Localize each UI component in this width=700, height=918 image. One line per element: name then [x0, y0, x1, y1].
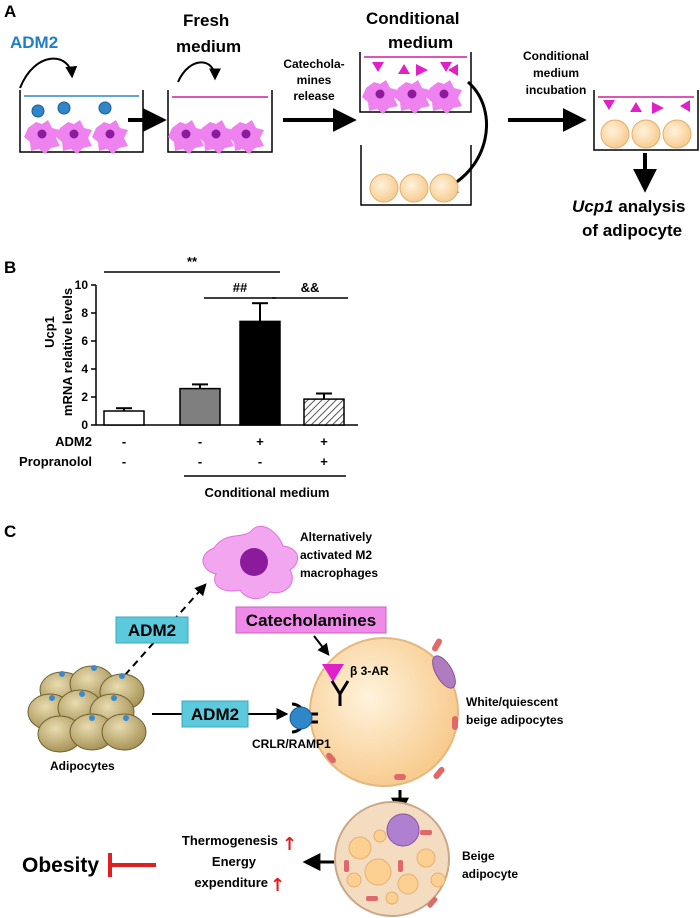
adipocytes-label: Adipocytes — [50, 759, 115, 773]
y-axis-label: mRNA relative levels — [60, 288, 75, 416]
catecholamine-arrow — [313, 635, 330, 656]
y-tick-label: 6 — [81, 334, 88, 348]
conditional-line1: Conditional — [366, 9, 459, 28]
bar — [303, 398, 345, 426]
treatment-sign: - — [258, 454, 262, 469]
adm2-box-1-text: ADM2 — [128, 621, 176, 640]
catecholamine-ligand — [322, 664, 344, 682]
ucp1-italic: Ucp1 — [572, 197, 614, 216]
treatment-sign: - — [198, 434, 202, 449]
macrophage-cell — [362, 80, 398, 114]
y-tick-label: 0 — [81, 418, 88, 432]
bar — [103, 410, 145, 426]
row-label-propranolol: Propranolol — [19, 454, 92, 469]
macrophage-cell — [92, 120, 128, 154]
y-axis-label-italic: Ucp1 — [42, 316, 57, 348]
group-label: Conditional medium — [205, 485, 330, 500]
expenditure-label: expenditure — [194, 875, 268, 890]
macrophage-cell — [168, 120, 204, 154]
m2-macrophage — [202, 525, 299, 599]
catechol-line2: mines — [297, 73, 332, 87]
inhibit-icon — [108, 853, 156, 877]
m2-line1: Alternatively — [300, 530, 372, 544]
row-label-adm2: ADM2 — [55, 434, 92, 449]
significance-mark: ** — [187, 254, 198, 269]
ucp1-analysis: Ucp1 analysis — [572, 197, 685, 216]
incubation-line2: medium — [533, 66, 579, 80]
macrophage-cell — [56, 120, 92, 154]
treatment-sign: - — [198, 454, 202, 469]
white-line1: White/quiescent — [466, 695, 558, 709]
adm2-box-1 — [115, 616, 189, 644]
up-arrow-icon: ↑ — [270, 875, 285, 896]
well-5 — [593, 90, 699, 151]
catecholamines-box — [235, 606, 387, 634]
y-tick-label: 8 — [81, 306, 88, 320]
bar — [179, 387, 221, 426]
well-2 — [167, 90, 273, 154]
bar — [239, 320, 281, 426]
analysis-rest: analysis — [614, 197, 686, 216]
treatment-sign: + — [256, 434, 264, 449]
crlr-label: CRLR/RAMP1 — [252, 737, 331, 751]
adipocyte-clump — [27, 665, 147, 753]
conditional-line2: medium — [388, 33, 453, 52]
treatment-sign: - — [122, 434, 126, 449]
well-3 — [359, 52, 472, 114]
well-1 — [19, 90, 144, 154]
fresh-add-arrow — [177, 61, 221, 83]
incubation-line1: Conditional — [523, 49, 589, 63]
obesity-label: Obesity — [22, 854, 99, 877]
treatment-sign: + — [320, 454, 328, 469]
y-tick-label: 10 — [75, 278, 89, 292]
significance-mark: ## — [233, 280, 248, 295]
adm2-add-arrow — [19, 57, 78, 89]
energy-label: Energy — [212, 854, 257, 869]
treatment-sign: - — [122, 454, 126, 469]
y-tick-label: 4 — [81, 362, 88, 376]
white-line2: beige adipocytes — [466, 713, 564, 727]
beta3-receptor — [330, 680, 350, 706]
well-4 — [360, 145, 472, 206]
panel-b-label: B — [4, 258, 16, 277]
adm2-box-2-text: ADM2 — [191, 705, 239, 724]
catecholamines-text: Catecholamines — [246, 611, 376, 630]
up-arrow-icon: ↑ — [282, 834, 297, 855]
beige-line1: Beige — [462, 849, 495, 863]
beige-adipocyte — [334, 801, 450, 917]
panel-c-label: C — [4, 522, 16, 541]
macrophage-cell — [426, 80, 462, 114]
analysis-line2: of adipocyte — [582, 221, 682, 240]
adm2-label: ADM2 — [10, 33, 58, 52]
incubation-line3: incubation — [526, 83, 587, 97]
bar-chart: 0 2 4 6 8 10 ** ## && — [75, 254, 358, 432]
macrophage-cell — [228, 120, 264, 154]
treatment-table: - - + + - - - + — [122, 434, 328, 469]
thermo-label: Thermogenesis — [182, 833, 278, 848]
macrophage-cell — [198, 120, 234, 154]
catechol-line3: release — [293, 89, 335, 103]
catechol-line1: Catechola- — [283, 57, 344, 71]
beta3-label: β 3-AR — [350, 664, 389, 678]
white-adipocyte — [309, 637, 459, 787]
adm2-box-2 — [181, 700, 249, 728]
y-tick-label: 2 — [81, 390, 88, 404]
macrophage-cell — [24, 120, 60, 154]
fresh-medium-line2: medium — [176, 37, 241, 56]
m2-line3: macrophages — [300, 566, 378, 580]
panel-a-label: A — [4, 2, 16, 21]
beige-line2: adipocyte — [462, 867, 518, 881]
fresh-medium-line1: Fresh — [183, 11, 229, 30]
macrophage-cell — [394, 80, 430, 114]
adm2-ligand — [289, 706, 313, 730]
treatment-sign: + — [320, 434, 328, 449]
m2-line2: activated M2 — [300, 548, 372, 562]
significance-mark: && — [301, 280, 320, 295]
